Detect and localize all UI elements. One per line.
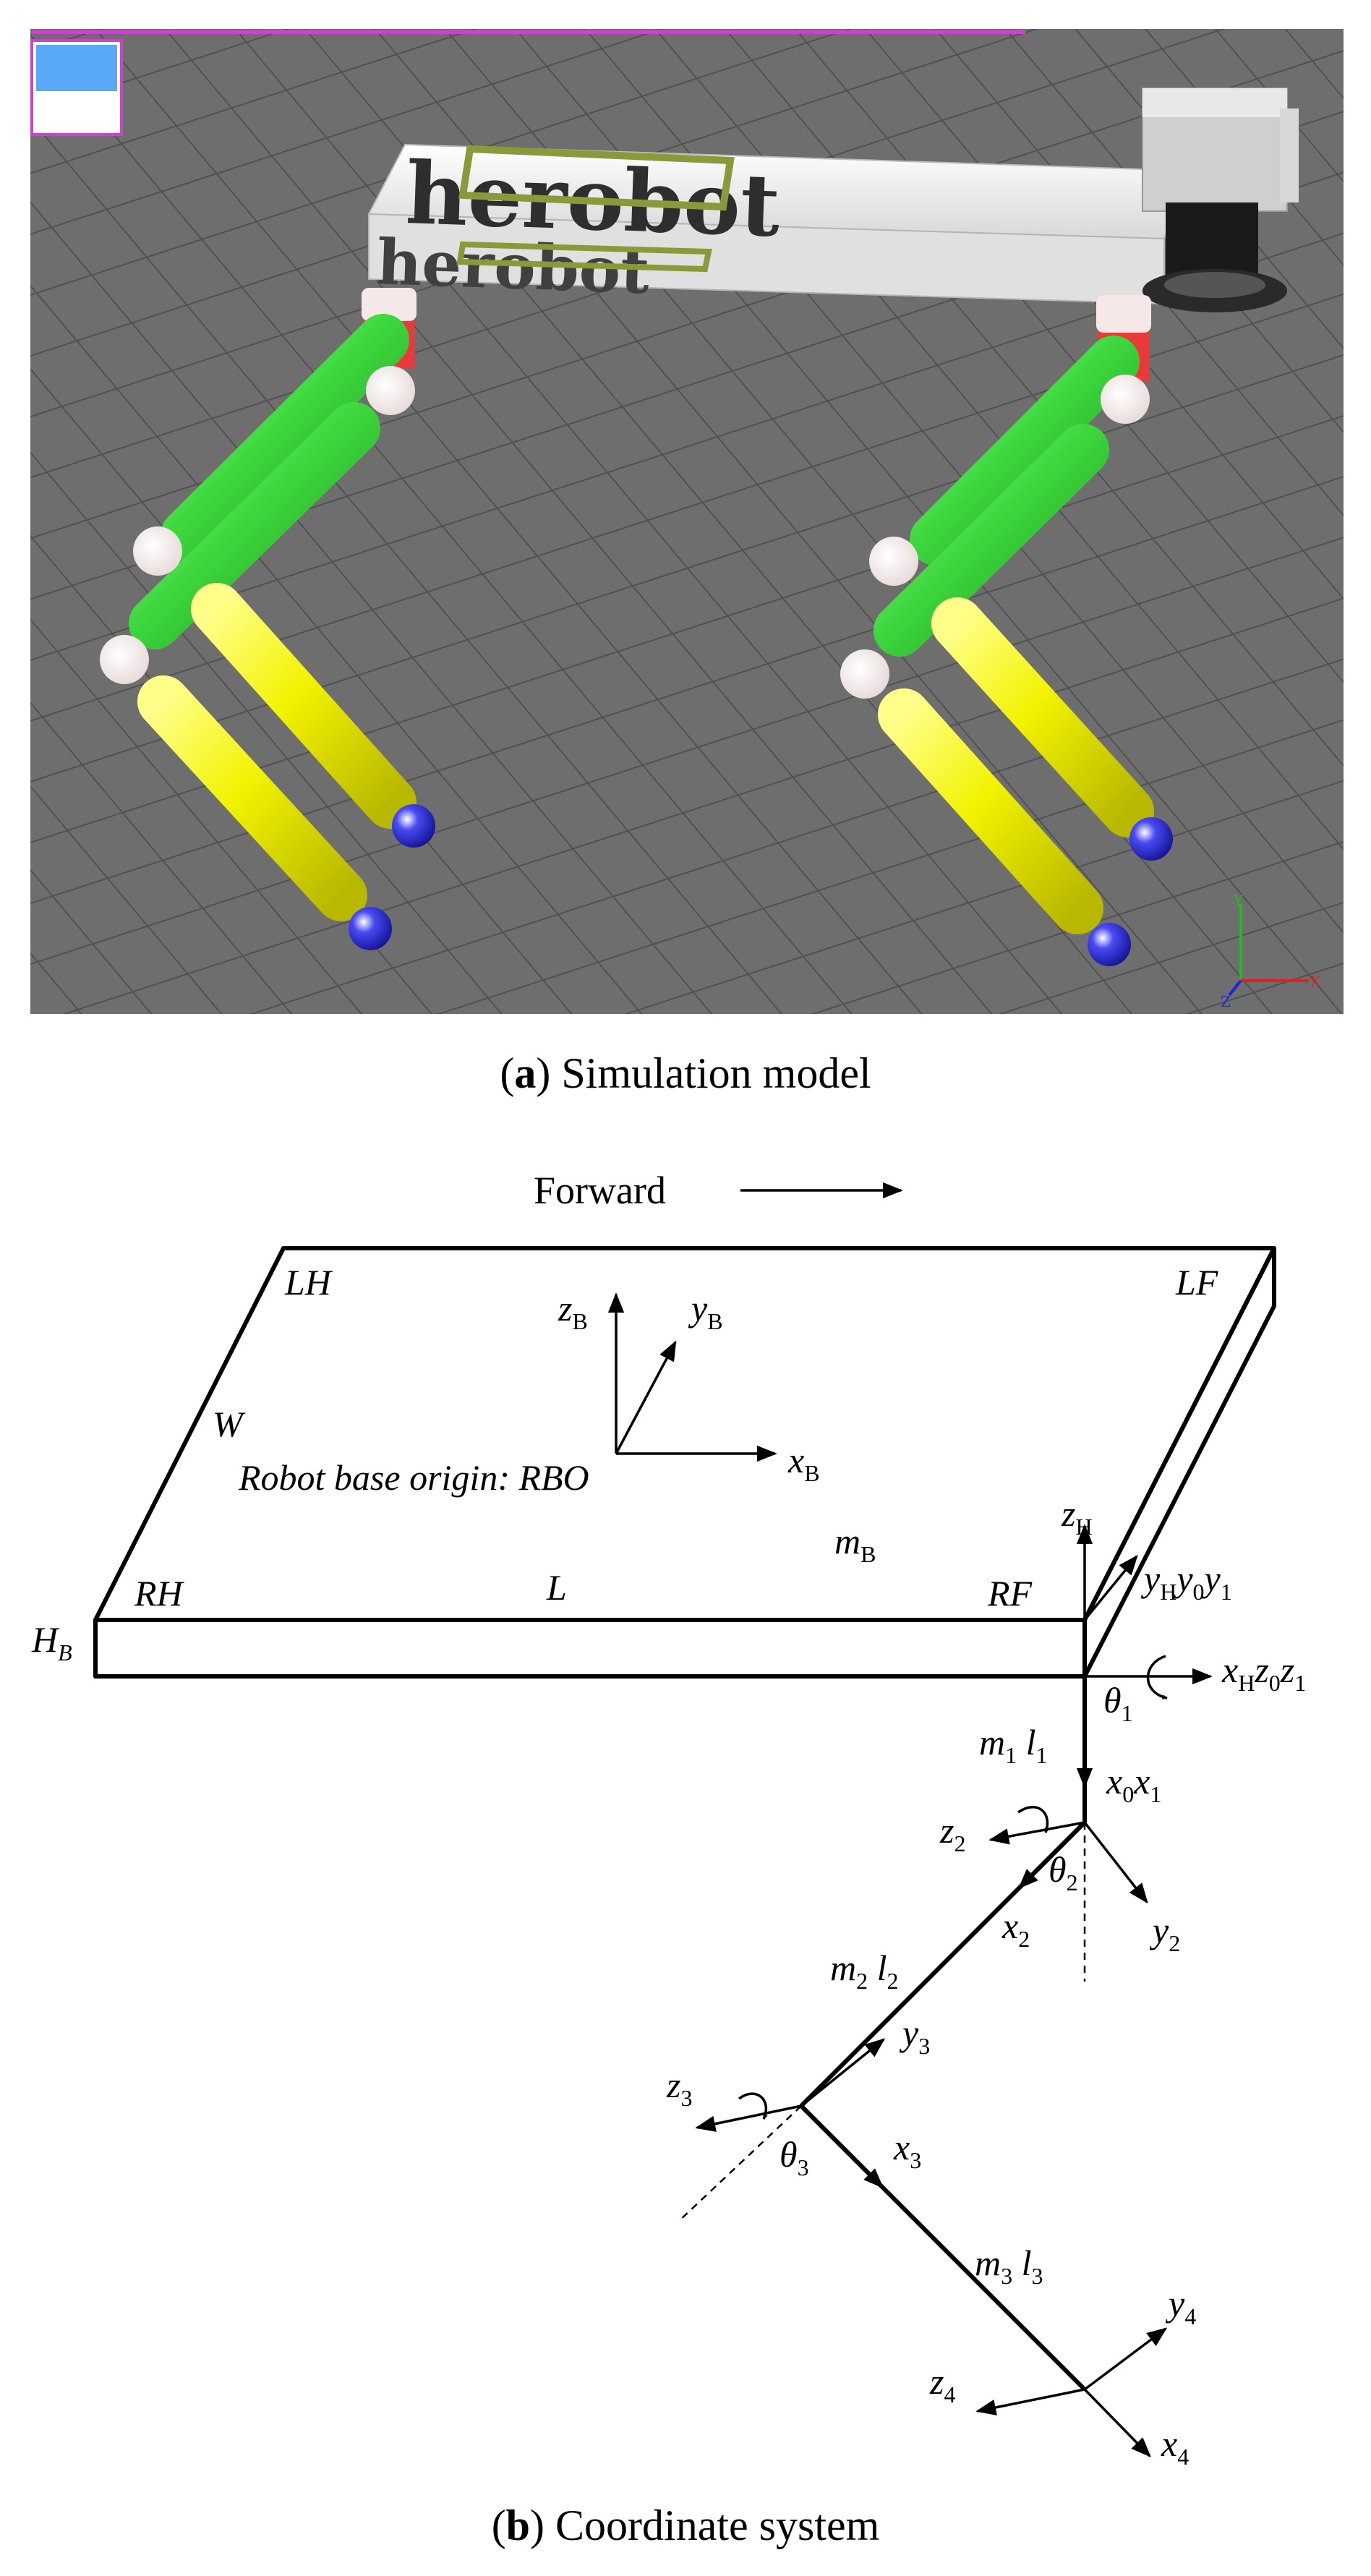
hud-blue-indicator xyxy=(36,45,117,91)
robot-base-origin-label: Robot base origin: RBO xyxy=(238,1457,589,1498)
theta1-rotation-arrow xyxy=(1146,1655,1168,1700)
theta3-label: θ3 xyxy=(780,2134,809,2180)
joint-2-frame: z2 y2 θ2 xyxy=(939,1806,1180,1982)
base-frame: zB yB xB Robot base origin: RBO xyxy=(238,1288,820,1498)
caption-a: (a) Simulation model xyxy=(500,1049,871,1097)
link-2: x2 m2 l2 y3 xyxy=(799,1820,1087,2108)
foot-x-label: x4 xyxy=(1161,2423,1189,2470)
left-front-foot xyxy=(392,804,435,848)
gizmo-x-label: X xyxy=(1310,973,1321,990)
theta3-rotation-arrow xyxy=(738,2092,768,2120)
scene-axes-gizmo: Y X Z xyxy=(1221,892,1321,1010)
simulation-panel: herobot herobot xyxy=(30,29,1344,1014)
right-legs xyxy=(840,295,1173,966)
link-3: x3 m3 l3 xyxy=(799,2104,1087,2392)
link1-mass-length: m1 l1 xyxy=(979,1722,1048,1768)
gizmo-z-label: Z xyxy=(1221,993,1231,1010)
base-z-label: zB xyxy=(558,1288,588,1334)
link2-mass-length: m2 l2 xyxy=(830,1948,899,1994)
caption-b: (b) Coordinate system xyxy=(492,2502,880,2549)
dim-width: W xyxy=(213,1404,246,1444)
foot-z-label: z4 xyxy=(929,2361,955,2407)
left-rear-foot xyxy=(349,907,392,950)
corner-rh: RH xyxy=(134,1573,185,1613)
link3-mass-length: m3 l3 xyxy=(975,2243,1043,2289)
theta2-rotation-arrow xyxy=(1017,1806,1050,1833)
link2-x-label: x2 xyxy=(1001,1906,1030,1952)
gizmo-y-label: Y xyxy=(1233,892,1244,909)
dim-height: HB xyxy=(31,1619,72,1666)
link-1: m1 l1 x0x1 xyxy=(979,1676,1161,1822)
joint3-z-label: z3 xyxy=(666,2065,692,2111)
corner-lh: LH xyxy=(284,1262,333,1302)
joint-3-frame: z3 θ3 xyxy=(666,2065,809,2222)
forward-label: Forward xyxy=(534,1169,666,1212)
logo-mascot-top xyxy=(458,145,735,211)
base-y-label: yB xyxy=(688,1288,723,1334)
logo-mascot-side xyxy=(456,241,712,273)
corner-rf: RF xyxy=(987,1573,1033,1613)
joint2-y-label: y2 xyxy=(1149,1910,1180,1956)
joint3-y-label: y3 xyxy=(899,2013,930,2059)
dim-length: L xyxy=(546,1567,567,1608)
lidar-sensor xyxy=(1142,88,1299,312)
hip-y-label: yHy0y1 xyxy=(1140,1558,1232,1605)
link3-x-label: x3 xyxy=(893,2127,921,2173)
link1-x-label: x0x1 xyxy=(1106,1761,1161,1807)
hip-z-label: zH xyxy=(1061,1493,1093,1540)
robot-body: herobot herobot xyxy=(367,142,1187,308)
base-mass: mB xyxy=(834,1521,876,1567)
right-front-foot xyxy=(1129,817,1173,861)
right-rear-foot xyxy=(1088,923,1131,966)
theta1-label: θ1 xyxy=(1103,1680,1133,1726)
coordinate-diagram: Forward LH LF RH RF W L HB mB zB yB xB R… xyxy=(31,1169,1306,2470)
foot-frame: z4 y4 x4 xyxy=(929,2283,1196,2470)
hip-frame: zH yHy0y1 xHz0z1 θ1 xyxy=(1061,1493,1306,1726)
joint2-z-label: z2 xyxy=(939,1810,965,1856)
corner-lf: LF xyxy=(1175,1262,1218,1302)
foot-y-label: y4 xyxy=(1165,2283,1196,2329)
left-legs xyxy=(100,288,435,950)
hip-x-label: xHz0z1 xyxy=(1221,1650,1306,1696)
base-x-label: xB xyxy=(787,1440,820,1486)
